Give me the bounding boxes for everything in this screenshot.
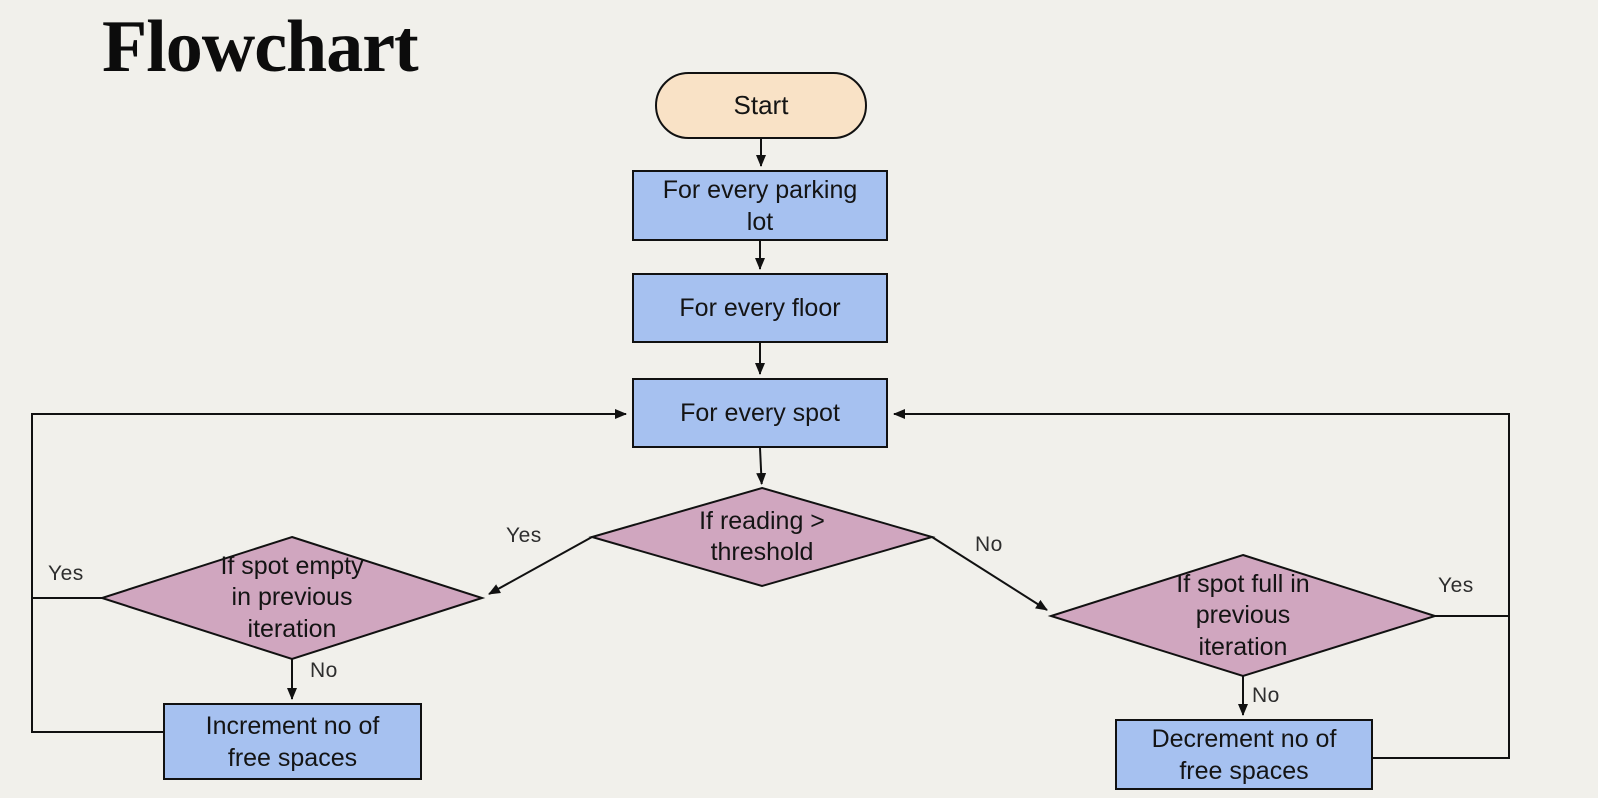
process-for-every-spot: For every spot xyxy=(632,378,888,448)
edge-label-reading-yes: Yes xyxy=(506,524,542,547)
decision-if-reading-gt-threshold xyxy=(588,486,936,588)
start-node: Start xyxy=(655,72,867,139)
edge-decrement-loop-to-spot xyxy=(893,409,1510,759)
process-for-every-parking-lot: For every parking lot xyxy=(632,170,888,241)
page-title: Flowchart xyxy=(102,6,419,88)
edge-reading-no-to-spot-full xyxy=(931,536,1048,611)
edge-increment-loop-to-spot xyxy=(31,409,627,733)
decision-if-spot-empty xyxy=(98,535,486,661)
process-for-every-floor: For every floor xyxy=(632,273,888,343)
edge-spot-to-reading xyxy=(756,447,767,485)
decision-if-spot-full xyxy=(1047,553,1439,678)
edge-label-spot-empty-yes: Yes xyxy=(48,562,84,585)
edge-label-reading-no: No xyxy=(975,533,1003,556)
process-decrement-free-spaces: Decrement no of free spaces xyxy=(1115,719,1373,790)
edge-label-spot-full-yes: Yes xyxy=(1438,574,1474,597)
edge-label-spot-empty-no: No xyxy=(310,659,338,682)
edge-reading-yes-to-spot-empty xyxy=(488,536,593,595)
process-increment-free-spaces: Increment no of free spaces xyxy=(163,703,422,780)
edge-label-spot-full-no: No xyxy=(1252,684,1280,707)
